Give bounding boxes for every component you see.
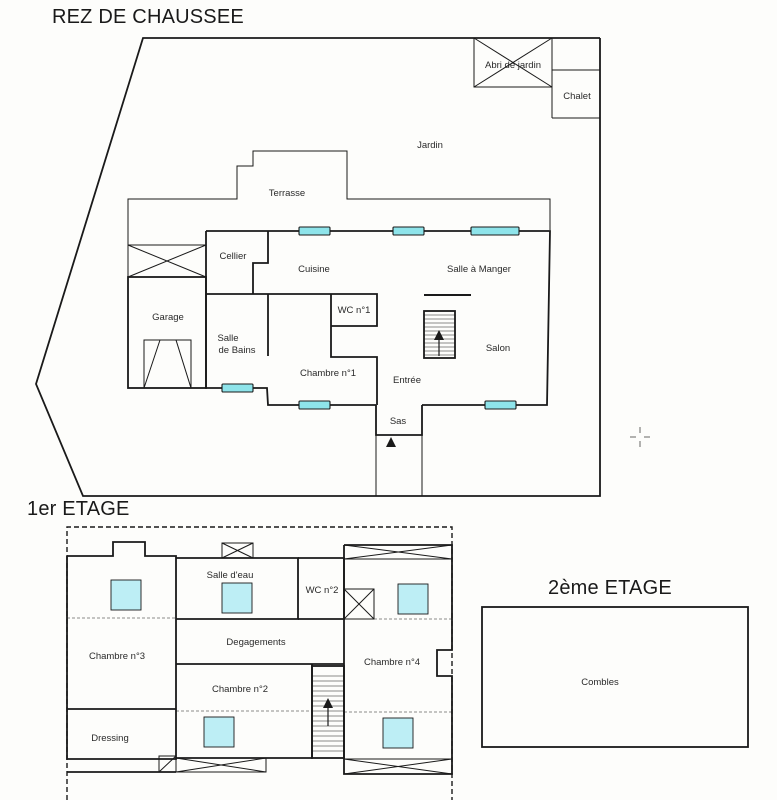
room-label-jardin: Jardin	[417, 140, 443, 151]
room-label-abri: Abri de jardin	[485, 60, 541, 71]
garage-walls	[127, 276, 207, 389]
room-label-salle-de-bains-line2: de Bains	[218, 345, 256, 356]
first-floor-title: 1er ETAGE	[27, 498, 130, 520]
room-label-chambre4: Chambre n°4	[363, 657, 421, 668]
room-label-sas: Sas	[389, 416, 407, 427]
room-label-terrasse: Terrasse	[268, 188, 306, 199]
room-label-chalet: Chalet	[563, 91, 591, 102]
chalet-outline	[551, 38, 600, 119]
crosshair-icon	[630, 427, 650, 447]
room-label-chambre3: Chambre n°3	[88, 651, 146, 662]
windows	[221, 226, 520, 410]
room-label-chambre1: Chambre n°1	[299, 368, 357, 379]
plot-boundary	[35, 37, 601, 497]
room-label-combles: Combles	[581, 677, 619, 688]
room-label-wc2: WC n°2	[305, 585, 339, 596]
salle-eau-vent	[221, 542, 254, 559]
room-label-wc1: WC n°1	[337, 305, 371, 316]
room-label-cellier: Cellier	[219, 251, 247, 262]
room-label-salle-de-bains-line1: Salle	[217, 333, 239, 344]
garage-door	[143, 339, 192, 389]
combles-outline	[481, 606, 749, 748]
house-outer-wall	[206, 230, 551, 406]
room-label-chambre2: Chambre n°2	[211, 684, 269, 695]
room-label-salle-eau: Salle d'eau	[206, 570, 254, 581]
room-label-entree: Entrée	[393, 375, 421, 386]
room-label-garage: Garage	[152, 312, 184, 323]
second-floor-title: 2ème ETAGE	[548, 577, 672, 599]
room-label-cuisine: Cuisine	[298, 264, 330, 275]
skylights	[110, 579, 429, 749]
room-label-salle-a-manger: Salle à Manger	[447, 264, 511, 275]
ground-stair	[423, 310, 456, 359]
room-label-dressing: Dressing	[91, 733, 129, 744]
terrasse-outline	[127, 150, 551, 385]
room-label-degagements: Degagements	[226, 637, 286, 648]
garage-carport	[127, 244, 207, 278]
ground-floor-title: REZ DE CHAUSSEE	[52, 6, 244, 28]
room-label-salon: Salon	[485, 343, 511, 354]
